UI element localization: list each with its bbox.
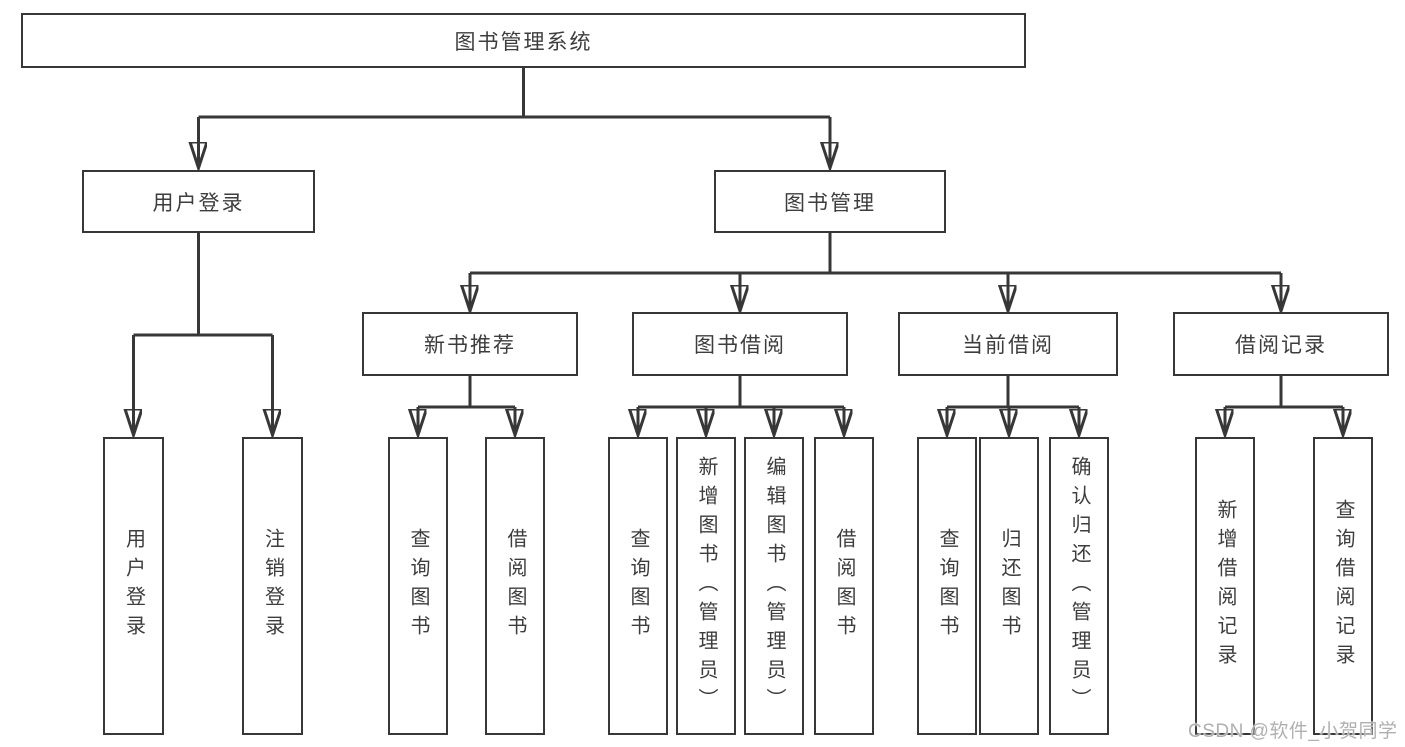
connector-current-borrow (947, 376, 1079, 435)
leaf-borrow-book-recommend-label: 借阅图书 (504, 528, 526, 644)
connector-book-management (470, 233, 1281, 311)
connector-borrow-record (1225, 376, 1343, 435)
leaf-add-borrow-record-label: 新增借阅记录 (1214, 499, 1236, 673)
leaf-logout-label: 注销登录 (261, 528, 284, 644)
leaf-query-book-borrow-label: 查询图书 (627, 528, 649, 644)
node-user-login-label: 用户登录 (152, 191, 245, 215)
node-current-borrow: 当前借阅 (898, 312, 1118, 376)
node-user-login: 用户登录 (82, 170, 315, 233)
connector-root (199, 68, 831, 168)
leaf-user-login: 用户登录 (103, 437, 164, 735)
leaf-return-book: 归还图书 (979, 437, 1039, 735)
leaf-query-borrow-record: 查询借阅记录 (1313, 437, 1373, 735)
leaf-query-book-current: 查询图书 (917, 437, 977, 735)
leaf-confirm-return-admin: 确认归还（管理员） (1049, 437, 1109, 735)
leaf-edit-book-admin-label: 编辑图书（管理员） (763, 455, 785, 717)
node-book-borrow: 图书借阅 (632, 312, 848, 376)
node-book-management-label: 图书管理 (784, 191, 876, 215)
node-new-book-recommend: 新书推荐 (362, 312, 578, 376)
leaf-return-book-label: 归还图书 (998, 528, 1020, 644)
connector-book-borrow (638, 376, 844, 435)
leaf-borrow-book-recommend: 借阅图书 (485, 437, 545, 735)
node-borrow-record: 借阅记录 (1173, 312, 1389, 376)
leaf-edit-book-admin: 编辑图书（管理员） (744, 437, 804, 735)
leaf-query-book-borrow: 查询图书 (608, 437, 668, 735)
node-current-borrow-label: 当前借阅 (962, 334, 1054, 357)
leaf-logout: 注销登录 (242, 437, 303, 735)
leaf-user-login-label: 用户登录 (122, 528, 145, 644)
leaf-query-book-recommend: 查询图书 (388, 437, 448, 735)
leaf-add-book-admin: 新增图书（管理员） (676, 437, 736, 735)
node-book-management: 图书管理 (714, 170, 946, 233)
node-borrow-record-label: 借阅记录 (1235, 334, 1327, 357)
node-new-book-recommend-label: 新书推荐 (424, 334, 516, 357)
leaf-borrow-book-label: 借阅图书 (833, 528, 855, 644)
leaf-query-book-recommend-label: 查询图书 (407, 528, 429, 644)
node-library-management-system-label: 图书管理系统 (454, 30, 593, 54)
connector-user-login (134, 233, 273, 435)
csdn-watermark: CSDN @软件_小贺同学 (1188, 721, 1398, 742)
leaf-query-book-current-label: 查询图书 (936, 528, 958, 644)
leaf-add-book-admin-label: 新增图书（管理员） (695, 455, 717, 717)
leaf-borrow-book: 借阅图书 (814, 437, 874, 735)
leaf-query-borrow-record-label: 查询借阅记录 (1332, 499, 1354, 673)
leaf-add-borrow-record: 新增借阅记录 (1195, 437, 1255, 735)
node-library-management-system: 图书管理系统 (21, 13, 1026, 68)
node-book-borrow-label: 图书借阅 (694, 334, 786, 357)
leaf-confirm-return-admin-label: 确认归还（管理员） (1068, 455, 1090, 717)
connector-new-book-recommend (418, 376, 515, 435)
